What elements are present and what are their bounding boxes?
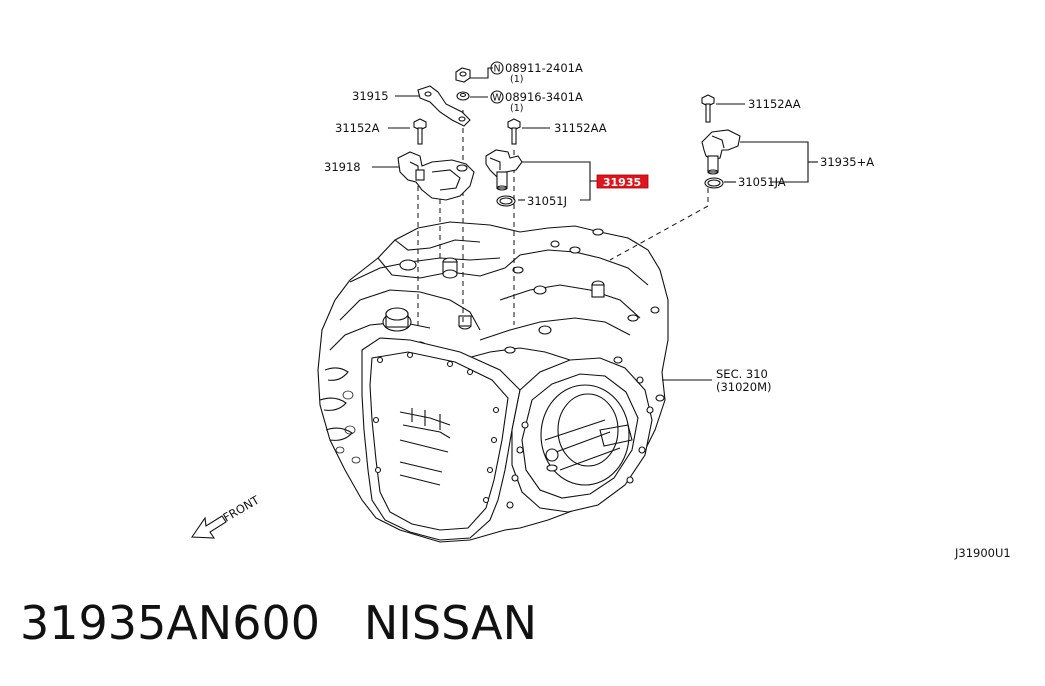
sensor-left-part bbox=[397, 151, 475, 201]
washer-symbol: W bbox=[492, 93, 502, 104]
label-oring-right: 31051JA bbox=[738, 175, 786, 189]
oring-right-part bbox=[704, 177, 724, 189]
bolt-left-part bbox=[413, 118, 427, 145]
part-labels: N 08911-2401A (1) W 08916-3401A (1) 3191… bbox=[324, 61, 1011, 560]
label-section-ref: SEC. 310 bbox=[716, 367, 768, 381]
oring-center-part bbox=[496, 195, 516, 207]
sensor-center-part bbox=[485, 149, 523, 191]
label-bolt-center: 31152AA bbox=[554, 121, 607, 135]
caption-part-number: 31935AN600 bbox=[20, 596, 321, 650]
highlight-box bbox=[596, 174, 649, 189]
label-nut-part: 08911-2401A bbox=[505, 61, 583, 75]
caption-brand: NISSAN bbox=[363, 596, 537, 650]
washer-symbol-icon bbox=[490, 90, 504, 104]
front-indicator: FRONT bbox=[190, 492, 263, 539]
label-section-part: (31020M) bbox=[716, 380, 771, 394]
label-sensor-right: 31935+A bbox=[820, 155, 874, 169]
bolt-center-part bbox=[507, 118, 521, 145]
label-washer-part: 08916-3401A bbox=[505, 90, 583, 104]
nut-symbol-icon bbox=[490, 61, 504, 75]
nut-part bbox=[455, 67, 471, 83]
sensor-right-part bbox=[701, 129, 741, 175]
bolt-right-part bbox=[701, 94, 715, 123]
part-caption: 31935AN600 NISSAN bbox=[20, 596, 537, 650]
converter-housing bbox=[506, 357, 654, 513]
label-oring-center: 31051J bbox=[527, 194, 567, 208]
label-sensor-left: 31918 bbox=[324, 160, 361, 174]
label-nut-qty: (1) bbox=[510, 74, 523, 85]
bracket-part bbox=[417, 85, 471, 127]
label-washer-qty: (1) bbox=[510, 103, 523, 114]
oil-pan bbox=[361, 337, 521, 541]
figure-code: J31900U1 bbox=[954, 546, 1011, 560]
nut-symbol: N bbox=[493, 64, 500, 75]
label-highlight: 31935 bbox=[603, 176, 641, 189]
washer-part bbox=[456, 91, 470, 101]
label-bolt-left: 31152A bbox=[335, 121, 380, 135]
label-bracket: 31915 bbox=[352, 89, 389, 103]
front-arrow-icon bbox=[190, 515, 227, 539]
label-front: FRONT bbox=[221, 492, 263, 524]
label-bolt-right: 31152AA bbox=[748, 97, 801, 111]
